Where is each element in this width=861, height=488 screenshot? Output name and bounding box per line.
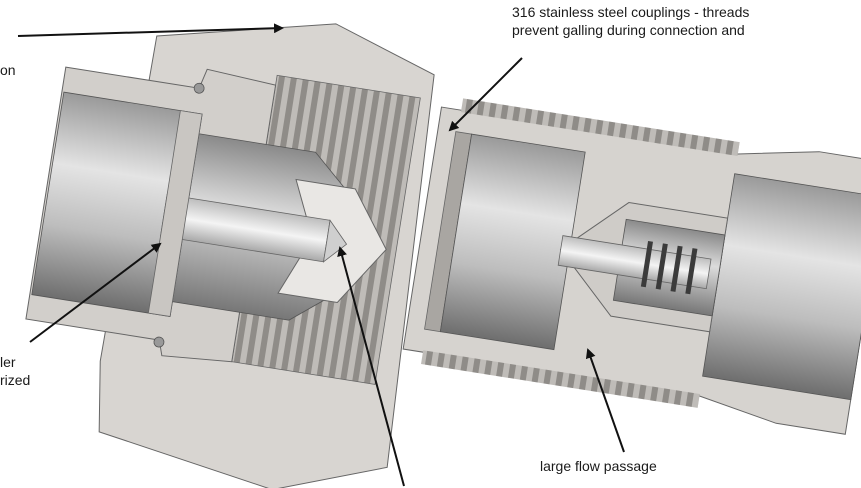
label-large-flow-passage: large flow passage — [540, 458, 657, 474]
leader-arrows — [17, 23, 625, 487]
arrow-bottom-center — [337, 246, 405, 487]
label-mid-left-line-2: rized — [0, 372, 31, 388]
arrow-top-right — [448, 57, 523, 132]
arrow-bottom-right — [585, 348, 625, 453]
label-threads-line-1: 316 stainless steel couplings - threads — [512, 4, 750, 20]
left-coupling-body — [25, 23, 435, 488]
label-top-left-fragment: on — [0, 62, 16, 78]
label-mid-left-line-1: ler — [0, 354, 16, 370]
arrow-top-left — [17, 23, 284, 37]
label-threads-line-2: prevent galling during connection and — [512, 22, 745, 38]
arrow-mid-left — [29, 242, 162, 343]
right-coupling-body — [402, 98, 861, 435]
